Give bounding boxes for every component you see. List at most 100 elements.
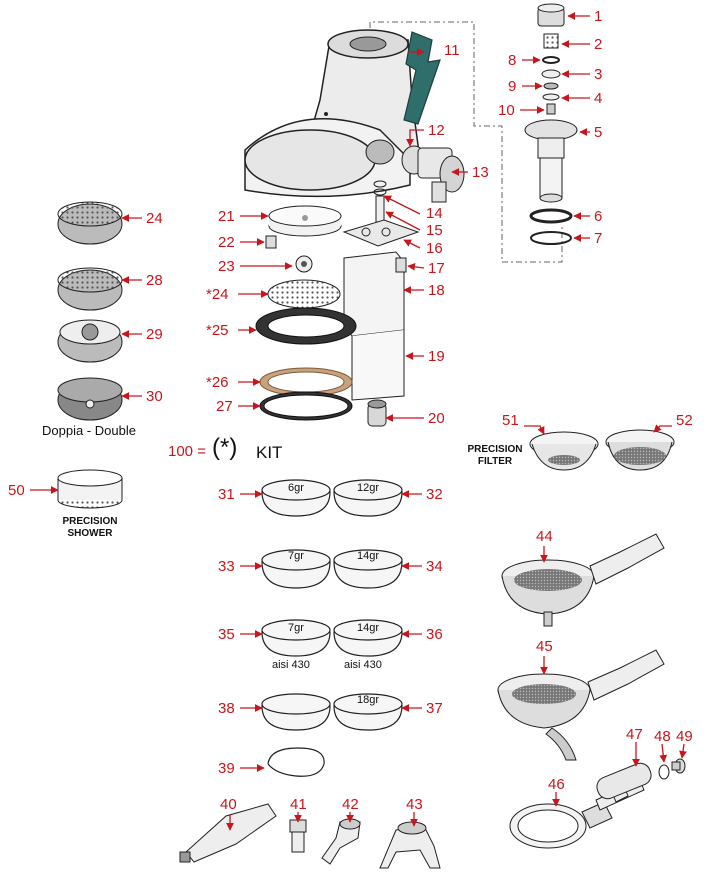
callout-21: 21 (218, 208, 235, 225)
part-44-portafilter (501, 533, 665, 627)
part-9-ring (543, 82, 559, 90)
part-2-spring (543, 33, 559, 49)
assembly-guide-line (369, 21, 563, 263)
callout-49: 49 (676, 728, 693, 745)
callout-15: 15 (426, 222, 443, 239)
part-51-precision-filter (529, 431, 599, 471)
callout-14: 14 (426, 205, 443, 222)
part-21-disc (268, 205, 342, 237)
callout-40: 40 (220, 796, 237, 813)
callout-24: 24 (146, 210, 163, 227)
callout-26-kit: *26 (206, 374, 229, 391)
caption-precision-filter-2: FILTER (477, 456, 513, 467)
kit-label: KIT (256, 443, 283, 462)
callout-30: 30 (146, 388, 163, 405)
part-8-ring (542, 56, 560, 64)
part-10-jet (546, 103, 556, 115)
callout-35: 35 (218, 626, 235, 643)
callout-46: 46 (548, 776, 565, 793)
caption-precision-filter-1: PRECISION (467, 444, 523, 455)
basket-shapes (261, 479, 403, 731)
callout-44: 44 (536, 528, 553, 545)
caption-doppia-double: Doppia - Double (42, 423, 136, 438)
part-14-16-valve-stack (342, 180, 420, 247)
callout-47: 47 (626, 726, 643, 743)
basket-34-label: 14gr (356, 550, 380, 562)
part-29-screen (57, 319, 123, 363)
part-13-valve (401, 145, 465, 203)
part-18-19-block (343, 251, 407, 401)
callout-6: 6 (594, 208, 603, 225)
callout-13: 13 (472, 164, 489, 181)
callout-45: 45 (536, 638, 553, 655)
part-22-screw (265, 235, 277, 249)
group-head-body (244, 29, 421, 198)
part-41-fitting (289, 819, 307, 853)
callout-8: 8 (508, 52, 517, 69)
part-42-spout (321, 818, 361, 865)
part-43-double-spout (379, 821, 441, 869)
callout-31: 31 (218, 486, 235, 503)
callout-18: 18 (428, 282, 445, 299)
part-11-gasket-green (403, 31, 441, 125)
part-45-portafilter (497, 649, 665, 761)
callout-5: 5 (594, 124, 603, 141)
callout-9: 9 (508, 78, 517, 95)
part-25-gasket-black (255, 307, 357, 345)
callout-1: 1 (594, 8, 603, 25)
callout-32: 32 (426, 486, 443, 503)
basket-37-label: 18gr (356, 694, 380, 706)
basket-33-label: 7gr (288, 550, 304, 562)
callout-11: 11 (444, 42, 460, 59)
part-24-screen-double (57, 201, 123, 245)
callout-19: 19 (428, 348, 445, 365)
callout-4: 4 (594, 90, 603, 107)
part-27-gasket (259, 391, 353, 421)
part-52-precision-filter (605, 429, 675, 471)
callout-10: 10 (498, 102, 515, 119)
callout-50: 50 (8, 482, 25, 499)
callout-51: 51 (502, 412, 519, 429)
callout-23: 23 (218, 258, 235, 275)
callout-12: 12 (428, 122, 445, 139)
part-3-washer (541, 69, 561, 79)
callout-48: 48 (654, 728, 671, 745)
callout-27: 27 (216, 398, 233, 415)
part-20-nozzle (367, 399, 387, 427)
part-5-valve-body (524, 119, 578, 203)
callout-2: 2 (594, 36, 603, 53)
callout-3: 3 (594, 66, 603, 83)
part-28-screen (57, 267, 123, 311)
callout-22: 22 (218, 234, 235, 251)
part-46-portafilter (509, 801, 613, 849)
callout-16: 16 (426, 240, 443, 257)
callout-42: 42 (342, 796, 359, 813)
callout-38: 38 (218, 700, 235, 717)
part-50-precision-shower (57, 469, 123, 509)
basket-36-material: aisi 430 (344, 659, 382, 671)
callout-20: 20 (428, 410, 445, 427)
part-1-cap (537, 3, 565, 27)
callout-29: 29 (146, 326, 163, 343)
caption-precision-shower-1: PRECISION (62, 516, 118, 527)
callout-39: 39 (218, 760, 235, 777)
basket-32-label: 12gr (356, 482, 380, 494)
part-47-handle-grip (596, 762, 652, 800)
part-4-washer (542, 93, 560, 101)
part-24-shower-screen (267, 279, 341, 309)
callout-36: 36 (426, 626, 443, 643)
callout-43: 43 (406, 796, 423, 813)
callout-37: 37 (426, 700, 443, 717)
part-49-screw (671, 758, 686, 774)
part-48-washer (658, 764, 670, 780)
callout-25-kit: *25 (206, 322, 229, 339)
callout-52: 52 (676, 412, 693, 429)
callout-41: 41 (290, 796, 307, 813)
basket-35-label: 7gr (288, 622, 304, 634)
part-39-spring-clip (267, 747, 325, 777)
callout-24-kit: *24 (206, 286, 229, 303)
callout-7: 7 (594, 230, 603, 247)
basket-35-material: aisi 430 (272, 659, 310, 671)
callout-34: 34 (426, 558, 443, 575)
